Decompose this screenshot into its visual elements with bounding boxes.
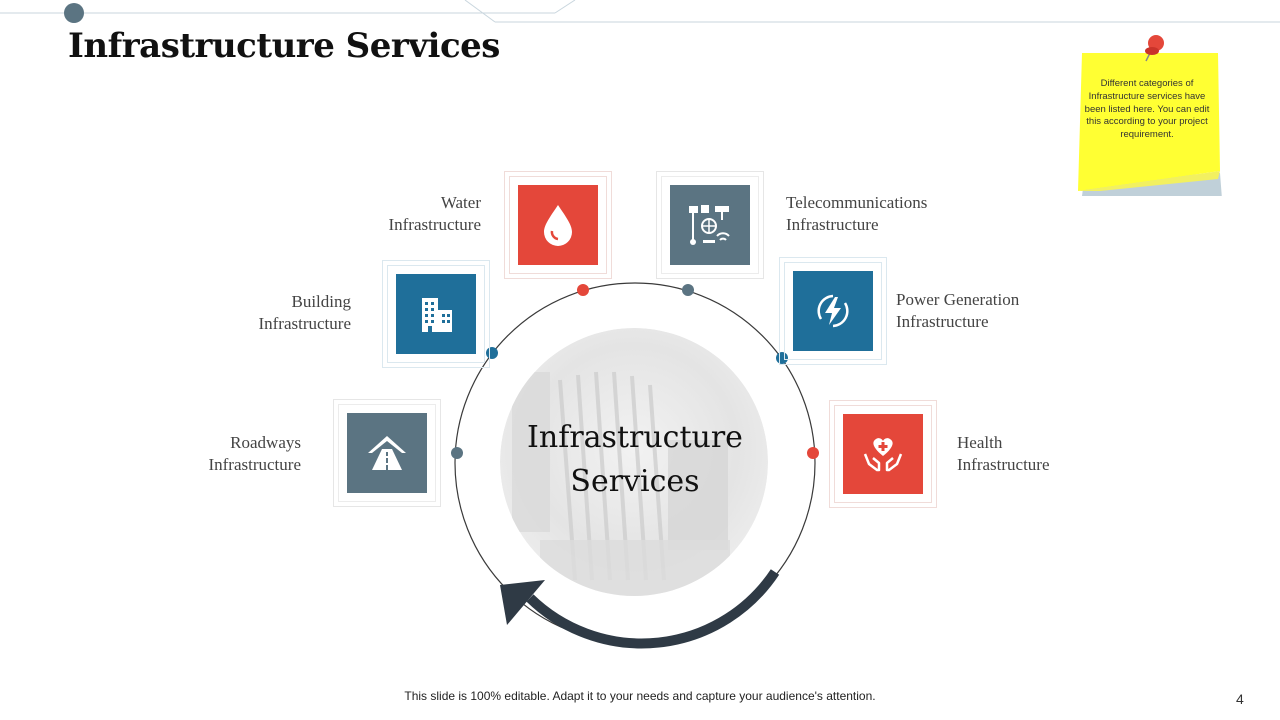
label-building: Building Infrastructure: [258, 292, 351, 333]
label-water: Water Infrastructure: [388, 193, 481, 234]
connector-dot-health: [807, 447, 819, 459]
heart-hands-icon: [843, 414, 923, 494]
water-drop-icon: [518, 185, 598, 265]
tile-water: [504, 171, 612, 279]
tile-power: [779, 257, 887, 365]
sticky-note-text: Different categories of Infrastructure s…: [1084, 78, 1210, 141]
page-number: 4: [1236, 691, 1244, 707]
lightning-icon: [793, 271, 873, 351]
tile-health: [829, 400, 937, 508]
sticky-note: [1078, 35, 1222, 196]
center-title: Infrastructure Services: [500, 416, 770, 504]
road-icon: [347, 413, 427, 493]
center-title-line1: Infrastructure: [527, 420, 743, 455]
tile-telecom: [656, 171, 764, 279]
tile-building: [382, 260, 490, 368]
connector-dot-telecom: [682, 284, 694, 296]
page-title: Infrastructure Services: [68, 26, 500, 66]
telecom-network-icon: [670, 185, 750, 265]
cycle-arrowhead: [500, 580, 545, 625]
decorative-header-lines: [0, 0, 1280, 23]
connector-dot-roadways: [451, 447, 463, 459]
cycle-arrow: [526, 569, 780, 649]
pushpin-icon: [1145, 35, 1164, 62]
footer-text: This slide is 100% editable. Adapt it to…: [404, 689, 876, 703]
label-health: Health Infrastructure: [957, 433, 1050, 474]
center-title-line2: Services: [570, 464, 700, 499]
label-power: Power Generation Infrastructure: [896, 290, 1020, 331]
connector-dot-water: [577, 284, 589, 296]
building-icon: [396, 274, 476, 354]
tile-roadways: [333, 399, 441, 507]
label-telecom: Telecommunications Infrastructure: [786, 193, 928, 234]
label-roadways: Roadways Infrastructure: [208, 433, 301, 474]
